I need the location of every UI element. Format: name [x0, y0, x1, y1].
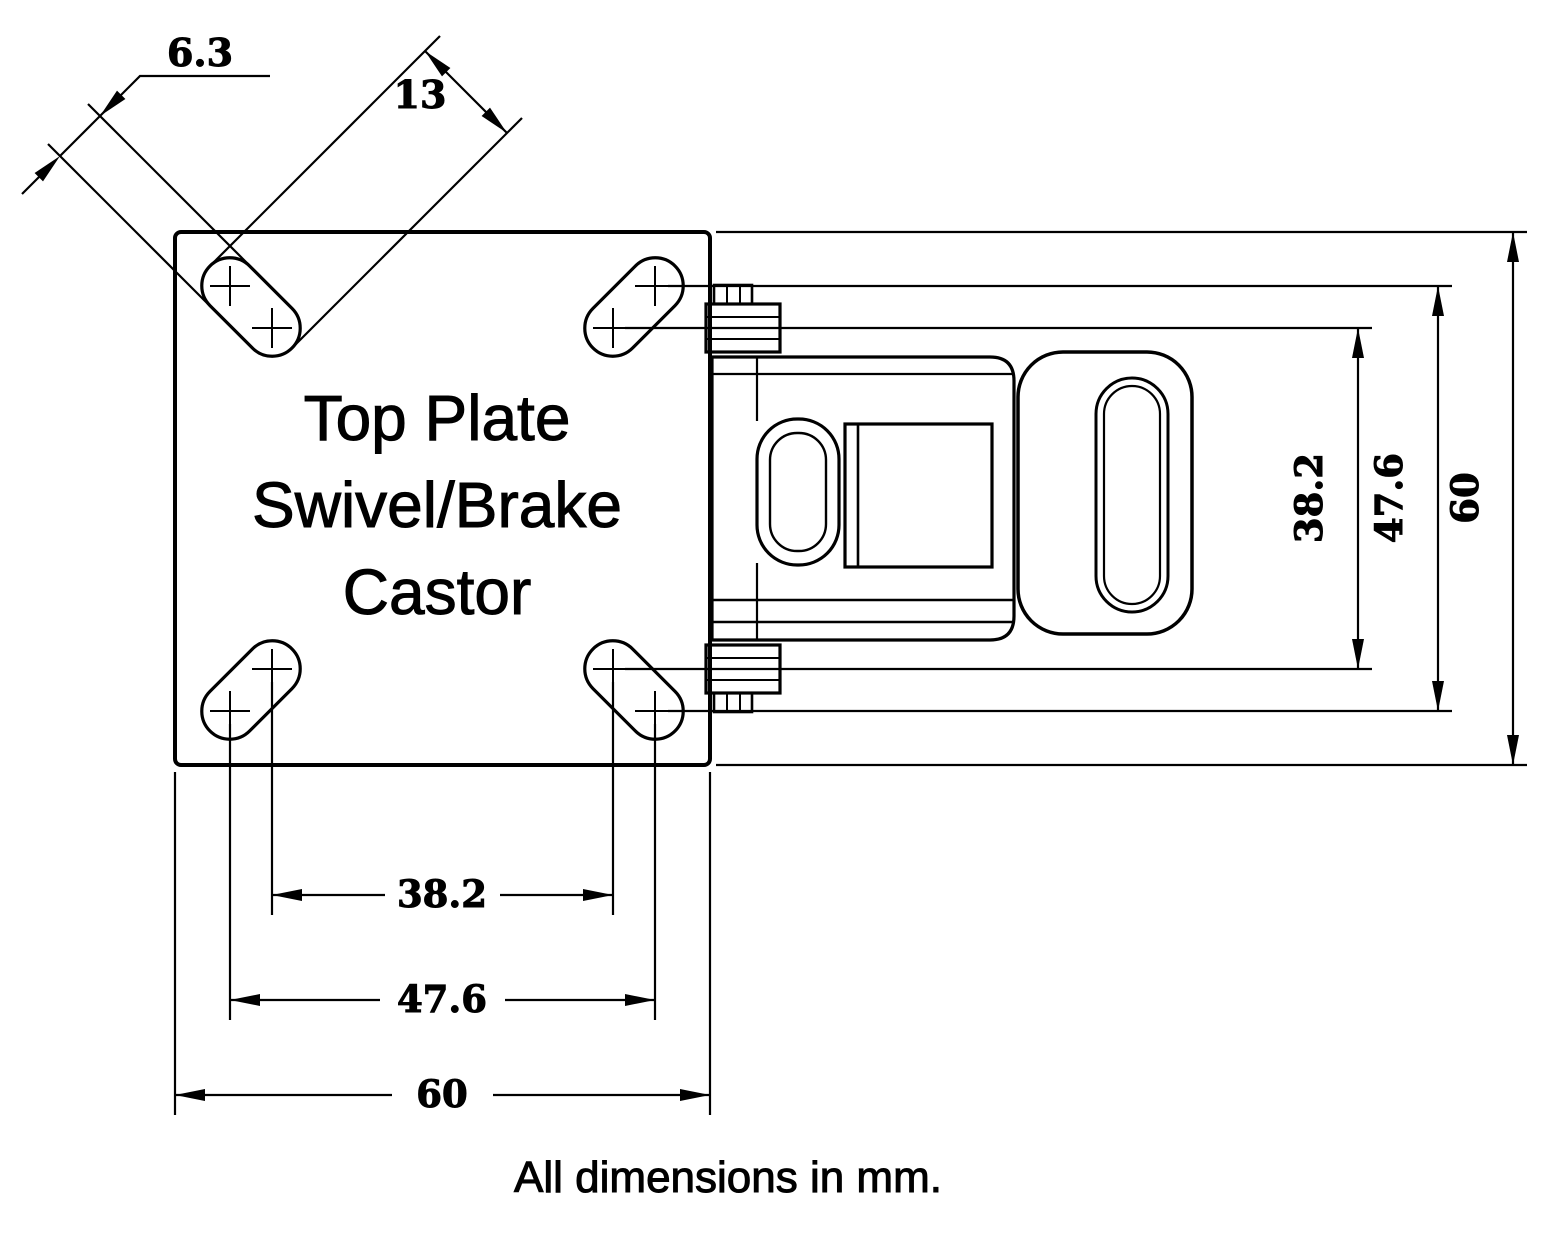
dim-slot-width: 6.3: [21, 30, 270, 307]
brake-pedal-slot-inner: [1102, 384, 1162, 606]
dim-slot-length: 13: [209, 35, 523, 349]
slot-top-right: [583, 256, 685, 358]
brake-housing: [843, 422, 994, 569]
dim-text-right-overall: 60: [1443, 472, 1487, 524]
kingpin-bolt-bottom: [712, 691, 754, 714]
swivel-bracket-outline: [710, 355, 1016, 642]
brake-pedal-outline: [1016, 350, 1194, 636]
plate-label-line3: Castor: [343, 556, 532, 628]
swivel-race-inner: [768, 431, 828, 553]
dim-text-slot-length: 13: [394, 72, 447, 117]
drawing-root: Top Plate Swivel/Brake Castor: [21, 30, 1527, 1203]
plate-label-line2: Swivel/Brake: [252, 469, 622, 541]
dim-bottom-47-6: 47.6: [228, 724, 657, 1022]
slot-bottom-right: [583, 639, 685, 741]
kingpin-bolt-top: [712, 283, 754, 306]
dim-bottom-38-2: 38.2: [270, 682, 615, 917]
swivel-race-outer: [755, 417, 841, 567]
dim-text-slot-width: 6.3: [167, 30, 233, 75]
plate-label-line1: Top Plate: [304, 382, 571, 454]
dim-text-right-inner: 38.2: [1287, 453, 1331, 543]
dim-bottom-60: 60: [173, 772, 712, 1117]
brake-pedal-slot-outer: [1094, 376, 1170, 614]
slot-bottom-left: [200, 639, 302, 741]
top-plate-outline: [173, 230, 712, 767]
dim-right-38-2: 38.2: [625, 326, 1372, 671]
dim-right-47-6: 47.6: [668, 284, 1452, 713]
dim-text-bottom-overall: 60: [416, 1072, 468, 1116]
footer-note: All dimensions in mm.: [514, 1153, 942, 1202]
dim-text-right-outer: 47.6: [1367, 453, 1411, 543]
dim-right-60: 60: [716, 230, 1527, 767]
top-plate: Top Plate Swivel/Brake Castor: [173, 230, 712, 767]
dim-text-bottom-inner: 38.2: [397, 872, 487, 916]
caster-side-view: [704, 283, 1194, 714]
dim-text-bottom-outer: 47.6: [397, 977, 487, 1021]
slot-top-left: [200, 256, 302, 358]
